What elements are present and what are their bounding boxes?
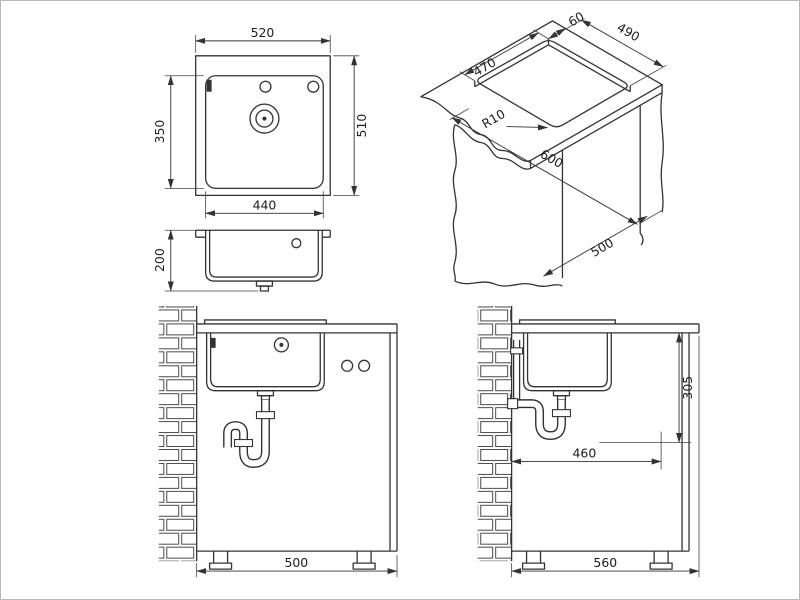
dim-basin-width-label: 440 bbox=[253, 197, 277, 212]
sink-outer-outline bbox=[195, 55, 331, 196]
drain-fitting bbox=[255, 280, 274, 287]
break-line-bottom bbox=[454, 280, 563, 287]
sink-rim bbox=[518, 319, 616, 324]
dim-outer-height-label: 510 bbox=[354, 114, 369, 138]
trap-nut bbox=[255, 411, 275, 420]
bowl-outer-wall bbox=[205, 230, 323, 282]
cabinet-outline bbox=[511, 332, 690, 552]
drain-flange bbox=[552, 390, 571, 397]
faucet-hole bbox=[259, 80, 272, 93]
countertop-face bbox=[420, 20, 663, 162]
sink-rim bbox=[204, 319, 327, 324]
trap-nut bbox=[234, 438, 254, 448]
bowl-inner bbox=[526, 332, 608, 388]
dim-outlet-distance-label: 460 bbox=[573, 445, 597, 460]
dim-counter-depth-label: 560 bbox=[593, 555, 617, 570]
overflow-mark bbox=[210, 337, 216, 348]
wall-coupling bbox=[507, 398, 519, 410]
trap-nut bbox=[551, 409, 571, 418]
dim-counter-depth-label: 500 bbox=[588, 235, 616, 260]
countertop-edge bbox=[196, 323, 398, 334]
wall-bricks bbox=[158, 305, 197, 562]
bowl-inner-wall bbox=[208, 230, 319, 278]
sink-basin-outline bbox=[205, 75, 324, 190]
dim-outer-width-label: 520 bbox=[251, 25, 275, 40]
dim-cabinet-width-label: 500 bbox=[284, 555, 308, 570]
bowl-outer bbox=[205, 332, 325, 392]
cabinet-outline bbox=[196, 332, 398, 552]
install-front-view: 500 bbox=[158, 305, 398, 578]
accessory-hole bbox=[307, 80, 320, 93]
cutout-inner-walls bbox=[474, 38, 631, 93]
drain-flange bbox=[256, 390, 275, 397]
countertop-edge bbox=[511, 323, 700, 334]
iso-cutout-view: 60 490 470 R10 600 500 bbox=[420, 9, 667, 287]
break-line-right bbox=[660, 92, 664, 213]
drain-control-knob bbox=[273, 337, 290, 353]
break-line-left bbox=[452, 124, 457, 282]
drain-icon bbox=[249, 103, 280, 134]
bowl-outer bbox=[522, 332, 612, 392]
drain-stub bbox=[259, 285, 270, 292]
plan-view: 520 510 350 440 bbox=[152, 25, 369, 219]
dim-bowl-depth-label: 200 bbox=[152, 248, 167, 272]
outlet-socket bbox=[341, 359, 354, 372]
dim-outlet-height-label: 305 bbox=[680, 376, 695, 400]
dim-corner-radius-label: R10 bbox=[479, 106, 508, 131]
radius-leader bbox=[506, 124, 549, 131]
wall-bricks bbox=[477, 305, 512, 562]
dim-cutout-width-label: 490 bbox=[614, 20, 642, 45]
outlet-socket bbox=[357, 359, 371, 372]
siphon-trap bbox=[507, 398, 571, 441]
dim-basin-height-label: 350 bbox=[152, 120, 167, 144]
bowl-inner bbox=[209, 332, 321, 388]
siphon-trap bbox=[223, 399, 275, 468]
bowl-section-view: 200 bbox=[152, 229, 331, 292]
overflow-hole bbox=[291, 238, 302, 249]
overflow-slot bbox=[206, 79, 212, 92]
install-side-view: 305 460 560 bbox=[477, 305, 700, 578]
